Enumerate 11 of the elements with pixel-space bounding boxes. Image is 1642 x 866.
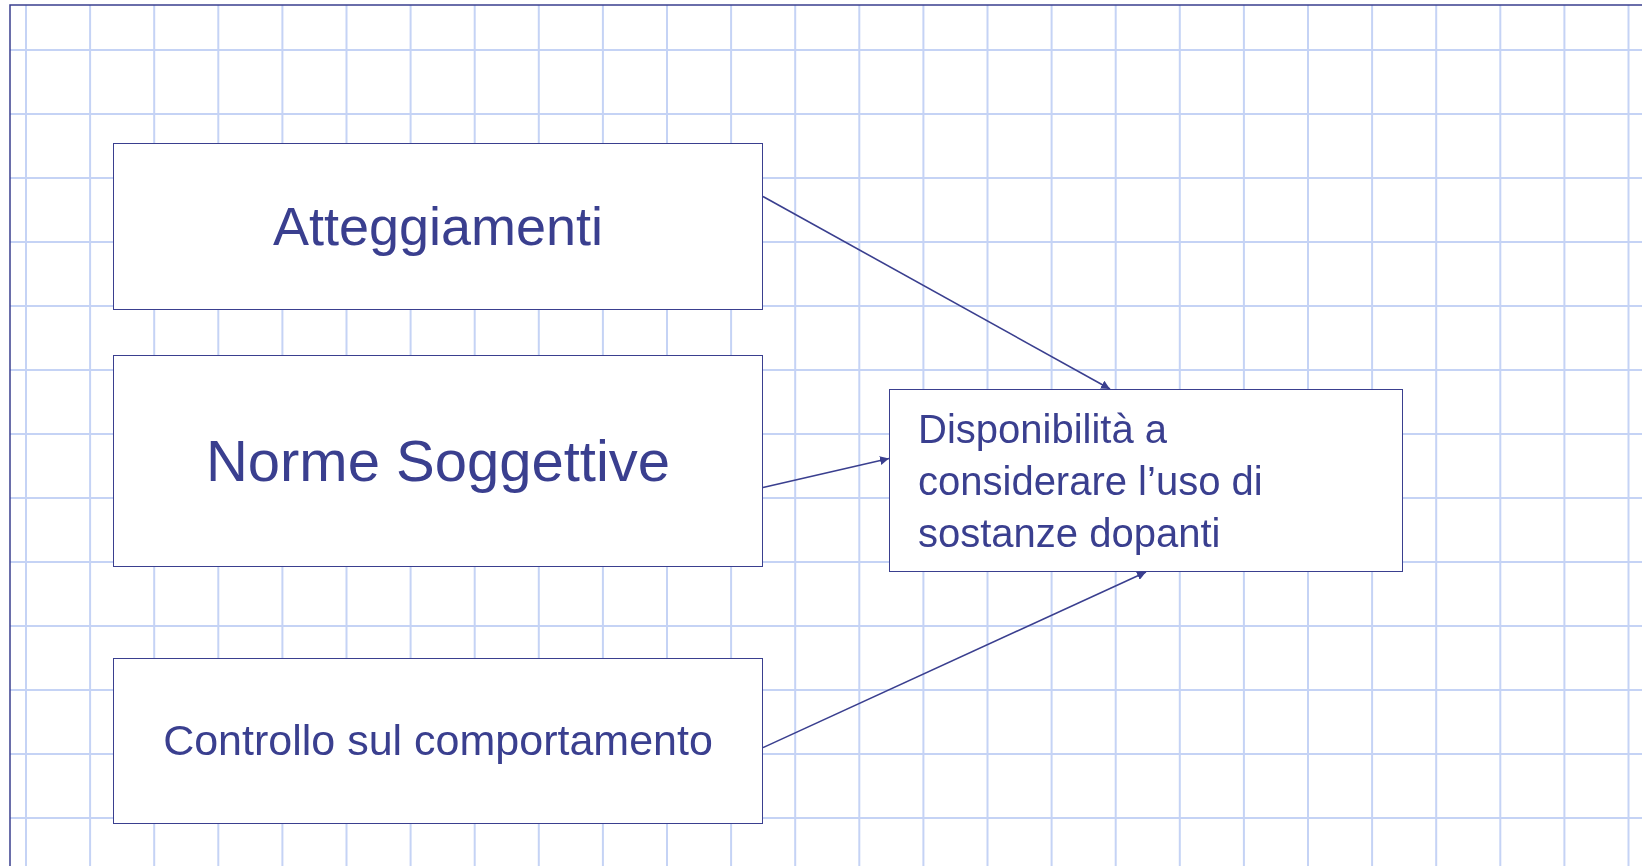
text-box (113, 355, 763, 567)
text-box (889, 389, 1403, 572)
arrow (762, 571, 1147, 749)
node-label: Norme Soggettive (205, 427, 671, 496)
arrow (762, 195, 1111, 390)
node-label: Controllo sul comportamento (163, 715, 713, 767)
text-box (113, 658, 763, 824)
node-label: Atteggiamenti (272, 195, 604, 259)
node-label: Disponibilità a considerare l’uso di sostanze dopanti (918, 405, 1264, 557)
text-box (113, 143, 763, 310)
arrow (762, 456, 890, 489)
